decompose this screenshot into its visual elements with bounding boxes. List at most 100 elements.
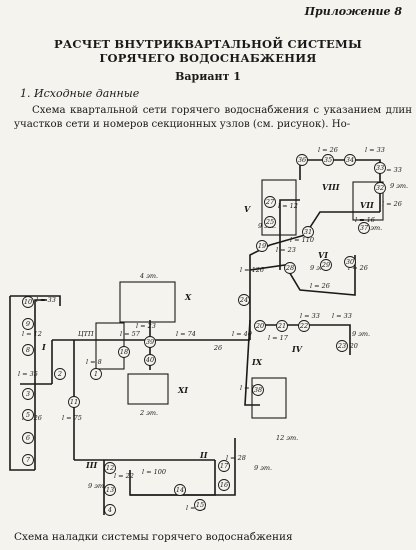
building-x (119, 281, 176, 323)
length-label: l = 110 (290, 236, 314, 244)
pipe-9 (129, 460, 216, 496)
node-label: 23 (337, 342, 346, 350)
length-label: l = 20 (338, 342, 358, 350)
node-label: 27 (265, 198, 275, 206)
length-label: l = 12 (278, 202, 298, 210)
length-label: l = 8 (86, 358, 102, 366)
pipe-3 (34, 299, 47, 470)
floor-label-vii: 12 эт. (360, 224, 382, 232)
node-label: 4 (107, 506, 112, 514)
variant-label: Вариант 1 (175, 70, 241, 83)
section-title: Исходные данные (34, 87, 140, 100)
node-label: 36 (298, 156, 306, 164)
length-label: l = 75 (62, 414, 82, 422)
node-label: 16 (220, 481, 228, 489)
length-label: l = 26 (310, 282, 330, 290)
node-label: 26 (213, 344, 222, 352)
node-label: 2 (57, 370, 62, 378)
node-label: 7 (26, 456, 31, 464)
block-label-x: X (184, 292, 192, 302)
pipe-1 (9, 296, 35, 471)
block-label-ii: II (199, 450, 208, 460)
node-label: 25 (265, 218, 274, 226)
length-label: l = 26 (348, 264, 368, 272)
node-label: 5 (26, 411, 30, 419)
block-label-i: I (41, 342, 46, 352)
floor-label-ii: 9 эт. (254, 464, 272, 472)
node-label: 40 (145, 356, 154, 364)
title-line-1: РАСЧЕТ ВНУТРИКВАРТАЛЬНОЙ СИСТЕМЫ (54, 37, 362, 51)
title-line-2: ГОРЯЧЕГО ВОДОСНАБЖЕНИЯ (99, 51, 317, 65)
node-label: 13 (106, 486, 114, 494)
section-heading: 1. Исходные данные (20, 87, 139, 100)
length-label: l = 33 (332, 312, 352, 320)
building-xi (127, 373, 169, 405)
diagram-caption: Схема наладки системы горячего водоснабж… (14, 531, 293, 543)
node-label: 1 (94, 370, 98, 378)
length-label: l = 33 (300, 312, 320, 320)
node-label: 12 (106, 464, 114, 472)
length-label: l = 57 (120, 330, 141, 338)
block-label-xi: XI (177, 385, 188, 395)
pipe-2 (10, 295, 61, 306)
node-label: 14 (176, 486, 184, 494)
block-label-ix: IX (251, 357, 263, 367)
body-paragraph: Схема квартальной сети горячего водоснаб… (14, 105, 412, 130)
node-label: 39 (146, 338, 154, 346)
node-label: 21 (277, 322, 286, 330)
buildings (95, 179, 384, 419)
floor-label-xi: 2 эт. (139, 409, 158, 417)
length-label: l = 74 (176, 330, 196, 338)
block-label-vii: VII (360, 200, 374, 210)
block-label-iv: IV (291, 344, 303, 354)
node-label: 19 (258, 242, 266, 250)
length-label: l = 40 (232, 330, 252, 338)
length-label: l = 26 (382, 200, 402, 208)
building-38 (251, 377, 287, 419)
length-label: l = 22 (114, 472, 134, 480)
node-label: 34 (346, 156, 354, 164)
length-label: l = 33 (36, 296, 56, 304)
floor-label-iv: 9 эт. (352, 330, 370, 338)
length-label: l = 12 (22, 330, 42, 338)
pipe-10 (200, 438, 236, 496)
length-label: l = 23 (136, 322, 156, 330)
floor-label-x: 4 эт. (139, 272, 158, 280)
length-label: l = 33 (382, 166, 402, 174)
node-label: 9 (26, 320, 30, 328)
block-label-vi: VI (318, 250, 328, 260)
node-label: 28 (285, 264, 294, 272)
building-ctp (95, 322, 125, 370)
node-label: 31 (304, 228, 312, 236)
node-label: 17 (220, 462, 229, 470)
floor-label-iii: 9 эт. (88, 482, 106, 490)
length-label: l = 126 (240, 266, 264, 274)
node-label: 32 (376, 184, 384, 192)
floor-label-vi: 9 эт. (310, 264, 328, 272)
node-label: 20 (255, 322, 264, 330)
node-label: 35 (324, 156, 332, 164)
node-label: 37 (360, 224, 369, 232)
block-label-iii: III (85, 460, 97, 470)
node-label: 3 (26, 390, 30, 398)
pipe-14 (249, 255, 356, 296)
building-vii (352, 181, 384, 221)
length-label: l = 16 (355, 216, 375, 224)
node-label: 38 (254, 386, 262, 394)
length-label: l = 35 (18, 370, 38, 378)
node-label: 11 (70, 398, 78, 406)
block-label-viii: VIII (322, 182, 340, 192)
appendix-label: Приложение 8 (304, 5, 402, 18)
section-number: 1. (20, 87, 31, 100)
node-label: 6 (26, 434, 30, 442)
pipe-17 (244, 319, 260, 406)
length-label: l = 23 (240, 384, 260, 392)
length-label: l = 33 (365, 146, 385, 154)
pipe-13 (249, 211, 380, 340)
length-label: l = 17 (268, 334, 289, 342)
length-label: l = 26 (318, 146, 338, 154)
length-label: l = 100 (142, 468, 166, 476)
pipe-15 (279, 199, 300, 270)
node-label: 24 (239, 296, 248, 304)
